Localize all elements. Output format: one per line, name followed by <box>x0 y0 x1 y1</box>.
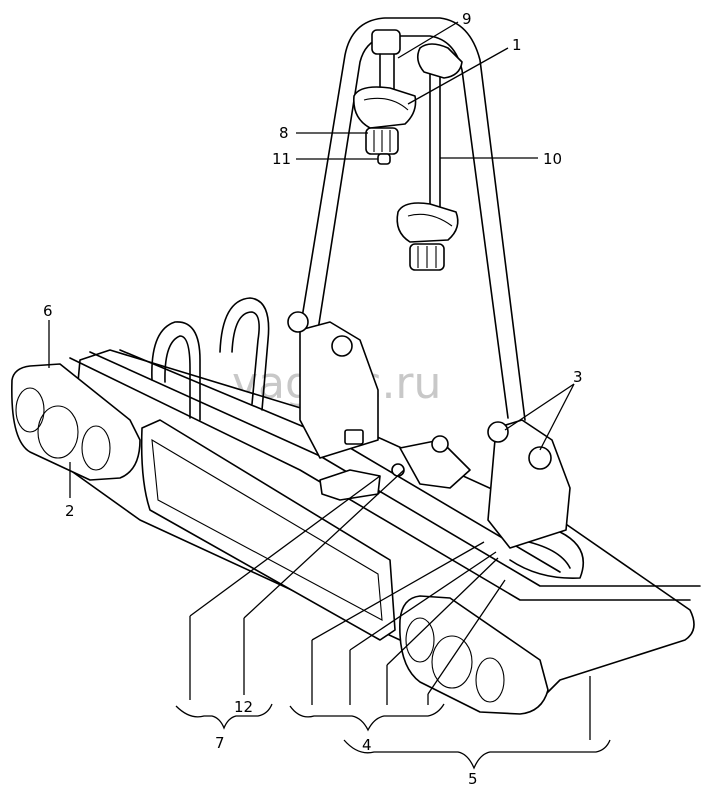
cap <box>377 153 391 165</box>
callout-12: 12 <box>234 698 253 716</box>
callout-6: 6 <box>43 302 53 320</box>
tail-light-left <box>11 363 141 481</box>
callout-8: 8 <box>279 124 289 142</box>
frame-holder-lower <box>396 202 459 271</box>
callout-5: 5 <box>468 770 478 788</box>
callout-1: 1 <box>512 36 522 54</box>
support-arch-outer <box>299 17 526 421</box>
callout-7: 7 <box>215 734 225 752</box>
leader-lines <box>48 21 611 770</box>
callout-numbers: 9 1 8 11 10 6 3 2 12 7 4 5 <box>43 10 583 788</box>
number-plate-holder <box>140 419 396 641</box>
callout-10: 10 <box>543 150 562 168</box>
arch-holder-left <box>287 311 379 459</box>
callout-11: 11 <box>272 150 291 168</box>
callout-9: 9 <box>462 10 472 28</box>
callout-3: 3 <box>573 368 583 386</box>
tail-light-right <box>399 595 549 715</box>
callout-4: 4 <box>362 736 372 754</box>
bike-carrier-drawing <box>11 17 701 715</box>
arch-holder-right <box>487 419 571 549</box>
frame-holder-upper <box>353 29 417 165</box>
callout-2: 2 <box>65 502 75 520</box>
